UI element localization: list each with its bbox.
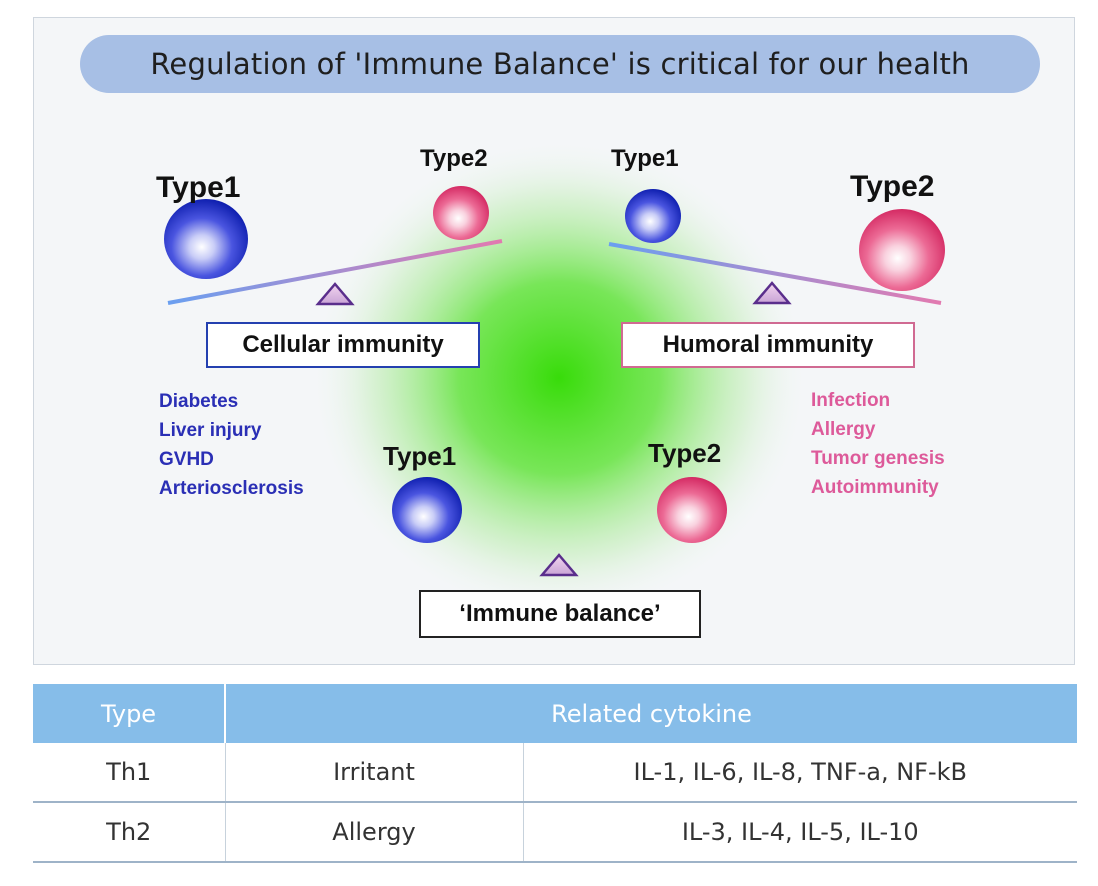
left-type2-label: Type2 [420,145,488,172]
humoral-immunity-box: Humoral immunity [621,322,915,368]
left-type2-ball [433,186,489,240]
cell-cytokines: IL-1, IL-6, IL-8, TNF-a, NF-kB [522,743,1077,803]
right-beam [608,242,942,305]
table-row: Th2 Allergy IL-3, IL-4, IL-5, IL-10 [33,802,1077,863]
cell-type: Th2 [33,802,225,863]
left-type1-ball [164,199,248,279]
figure-graphics [164,138,945,618]
cellular-immunity-box: Cellular immunity [206,322,480,368]
immune-balance-figure: Regulation of 'Immune Balance' is critic… [33,17,1075,665]
center-type1-ball [392,477,462,543]
cell-cytokines: IL-3, IL-4, IL-5, IL-10 [522,802,1077,863]
table-header-row: Type Related cytokine [33,684,1077,743]
table-row: Th1 Irritant IL-1, IL-6, IL-8, TNF-a, NF… [33,743,1077,803]
center-type2-ball [657,477,727,543]
cellular-conditions-list: Diabetes Liver injury GVHD Arteriosclero… [159,387,304,503]
condition-item: Autoimmunity [811,477,939,498]
right-type2-ball [859,209,945,291]
humoral-conditions-list: Infection Allergy Tumor genesis Autoimmu… [811,386,945,502]
center-type1-label: Type1 [383,441,457,471]
right-type1-label: Type1 [611,145,679,172]
left-fulcrum-icon [315,282,355,306]
center-type2-label: Type2 [648,438,722,468]
immune-balance-box: ‘Immune balance’ [419,590,701,638]
cell-type: Th1 [33,743,225,803]
header-related-cytokine: Related cytokine [224,684,1077,743]
cell-category: Allergy [224,802,523,863]
condition-item: Infection [811,390,891,411]
left-beam [167,239,503,305]
condition-item: Tumor genesis [811,448,945,469]
cell-category: Irritant [224,743,523,803]
right-fulcrum-icon [752,281,792,305]
condition-item: Diabetes [159,391,239,412]
condition-item: Arteriosclerosis [159,478,304,499]
condition-item: Liver injury [159,420,262,441]
condition-item: GVHD [159,449,214,470]
condition-item: Allergy [811,419,876,440]
left-type1-label: Type1 [156,171,241,204]
right-type1-ball [625,189,681,243]
header-type: Type [33,684,225,743]
cytokine-table: Type Related cytokine Th1 Irritant IL-1,… [33,684,1077,863]
center-fulcrum-icon [539,553,579,577]
right-type2-label: Type2 [850,170,935,203]
figure-title: Regulation of 'Immune Balance' is critic… [80,35,1040,93]
